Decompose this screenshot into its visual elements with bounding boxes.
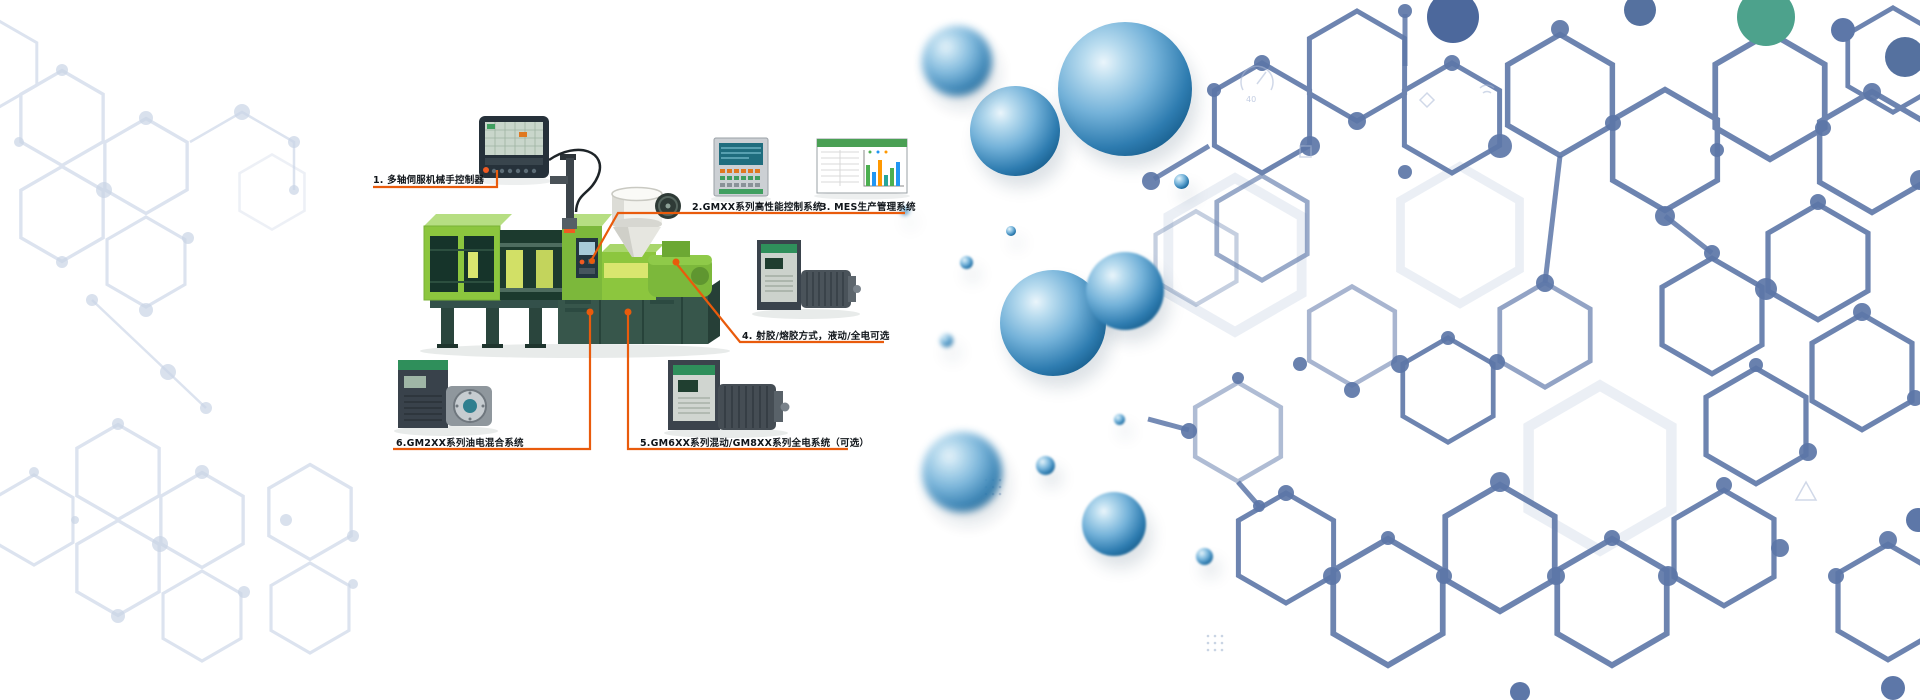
gauge-icon [1240,65,1274,91]
network-nodes [1142,4,1920,586]
callout-label-3: 3. MES生产管理系统 [820,202,916,213]
connector-lines [373,170,905,451]
connector-4 [675,262,884,344]
component-mes-screen [816,138,908,194]
callout-label-1: 1. 多轴伺服机械手控制器 [373,175,485,186]
molecule-sphere [970,86,1060,176]
molecule-dot [1174,174,1189,189]
molecule-dot [940,334,953,347]
left-bonds [91,110,296,409]
mold-area [500,230,562,300]
connector-1 [373,170,499,189]
pendant-cable [548,148,602,213]
connector-dots [586,258,680,316]
molecule-sphere [1082,492,1146,556]
callout-label-2: 2.GMXX系列高性能控制系统 [692,202,823,213]
callout-label-5: 5.GM6XX系列混动/GM8XX系列全电系统（可选） [640,438,870,449]
molecule-dot [1006,226,1016,236]
pulley-fan [655,193,681,219]
gauge-value-text: 40 [1246,95,1256,104]
accent-molecule-balls [1427,0,1920,700]
diamond-icon [1418,91,1436,109]
connector-2-3 [591,211,905,260]
molecule-sphere [1058,22,1192,156]
component-hybrid-drive-pump [398,360,492,428]
left-nodes [14,64,359,623]
connector-6 [393,313,592,451]
molecule-sphere [922,26,992,96]
robot-arm [550,154,577,233]
callout-label-4: 4. 射胶/熔胶方式，液动/全电可选 [742,331,890,342]
connector-5 [626,313,848,451]
callout-label-6: 6.GM2XX系列油电混合系统 [396,438,524,449]
molecule-sphere [922,432,1002,512]
injection-unit [602,241,712,300]
triangle-icon [1794,480,1818,501]
wifi-icon [1479,84,1495,94]
component-control-panel [713,137,769,197]
component-hybrid-drive-motor [668,360,790,430]
molecule-dot [960,256,973,269]
molecule-dot [1114,414,1125,425]
molecule-dot [900,206,909,215]
molecule-dot [1036,456,1055,475]
molecule-dot [1196,548,1213,565]
component-servo-drive-motor [757,240,861,310]
component-shadows [394,177,910,438]
tech-icons [1240,65,1818,501]
component-pendant-controller [479,116,549,178]
hopper [611,186,663,257]
molecule-sphere [1086,252,1164,330]
square-icon [1299,145,1312,158]
clamping-unit [423,214,512,301]
